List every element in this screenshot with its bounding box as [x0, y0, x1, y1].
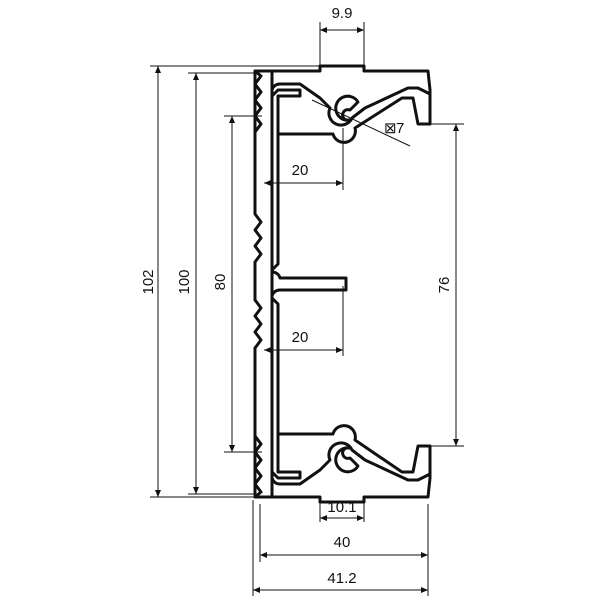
- profile-cross-section: [253, 64, 432, 504]
- inner-wall-upper: [270, 88, 302, 272]
- dim-bottom-slot-width: 10.1: [327, 499, 356, 516]
- dim-groove-height: 80: [212, 274, 229, 291]
- dim-outer-height: 100: [176, 269, 193, 294]
- dim-top-slot-width: 9.9: [332, 5, 353, 22]
- dim-total-height: 102: [140, 269, 157, 294]
- dimension-labels: 9.9 10.1 ⊠ 7 20 20 102 100 80 76 40 41.2: [140, 5, 453, 587]
- dim-width: 40: [334, 534, 351, 551]
- hole-diameter-symbol: ⊠: [384, 120, 397, 137]
- upper-inner-channel: [270, 82, 432, 127]
- inner-wall-lower: [270, 296, 302, 480]
- center-rib: [270, 270, 348, 298]
- dim-inner-gap: 76: [436, 277, 453, 294]
- dim-upper-depth: 20: [292, 162, 309, 179]
- dimension-lines: [150, 22, 464, 596]
- dim-total-width: 41.2: [327, 570, 356, 587]
- profile-left-wall: [253, 69, 274, 499]
- lower-inner-channel: [270, 441, 432, 486]
- dim-lower-depth: 20: [292, 329, 309, 346]
- dim-hole-diameter: 7: [396, 120, 404, 137]
- lower-hole-hook: [334, 446, 360, 474]
